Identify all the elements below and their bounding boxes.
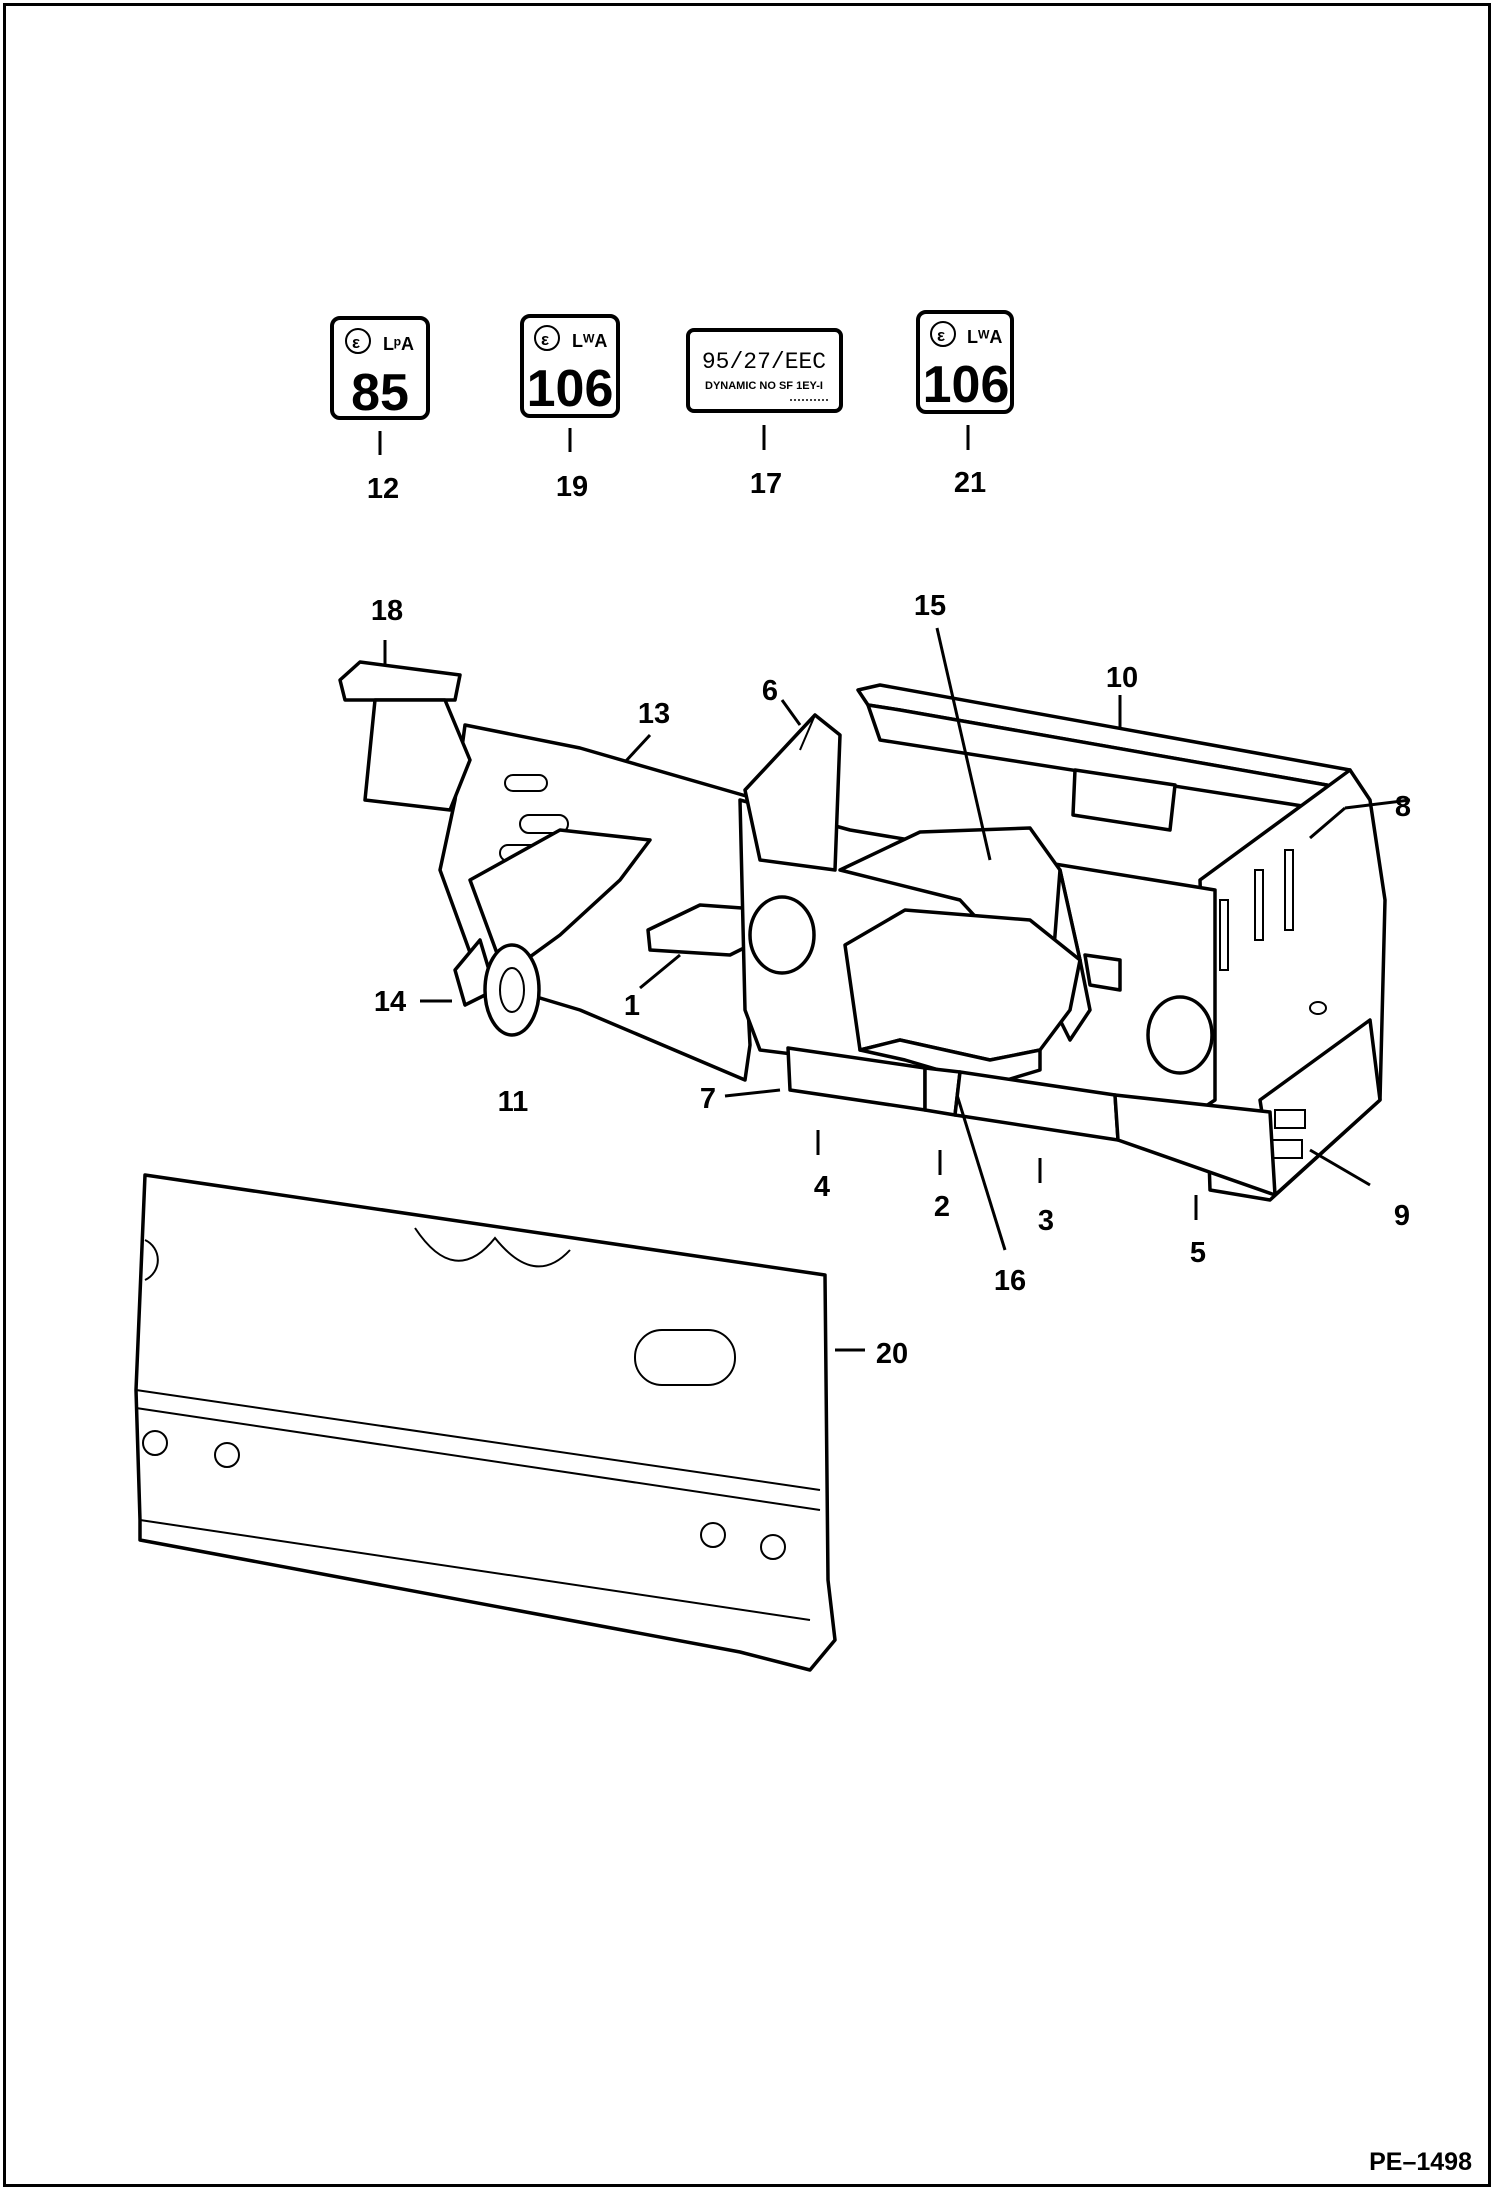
callout-16: 16 <box>994 1265 1026 1297</box>
decal-19-value: 106 <box>527 360 614 418</box>
decal-19-symbol: ε <box>541 330 549 349</box>
part-6-edge <box>799 714 816 751</box>
callout-21: 21 <box>954 467 986 499</box>
decal-21-label: LᵂA <box>967 327 1002 347</box>
part-20-fold-lower <box>135 1407 821 1511</box>
part-16-duct <box>843 908 1082 1062</box>
decal-17-line2: DYNAMIC NO SF 1EY-I <box>705 380 823 392</box>
callout-11: 11 <box>498 1086 529 1118</box>
leader-15 <box>935 627 992 861</box>
part-20-notch <box>144 1239 159 1281</box>
part-20-fold-upper <box>135 1389 821 1491</box>
callout-13: 13 <box>638 698 670 730</box>
part-18-bracket <box>363 698 472 812</box>
leader-9 <box>1309 1148 1371 1187</box>
part-20-hole-4 <box>760 1534 786 1560</box>
callout-7: 7 <box>700 1083 716 1115</box>
leader-13 <box>623 733 652 764</box>
part-20-hole-1 <box>142 1430 168 1456</box>
callout-9: 9 <box>1394 1200 1410 1232</box>
callout-8: 8 <box>1395 791 1411 823</box>
callout-5: 5 <box>1190 1237 1206 1269</box>
decal-12: ε LᵖA 85 <box>330 316 430 422</box>
part-16-base <box>858 1038 1042 1087</box>
part-20-top-cutout <box>414 1227 571 1268</box>
part-6-hood <box>743 713 842 872</box>
part-11-ring-inner <box>499 967 525 1013</box>
callout-1: 1 <box>624 990 640 1022</box>
blade-assembly <box>134 1173 837 1672</box>
decal-19: ε LᵂA 106 <box>520 314 620 418</box>
leader-7 <box>724 1088 781 1098</box>
decal-12-value: 85 <box>351 364 409 422</box>
callout-3: 3 <box>1038 1205 1054 1237</box>
part-20-hole-3 <box>700 1522 726 1548</box>
callout-4: 4 <box>814 1171 830 1203</box>
leader-16 <box>955 1094 1007 1251</box>
figure-id: PE–1498 <box>1369 2148 1472 2176</box>
main-body-hole-right <box>1146 995 1214 1075</box>
part-8-hole <box>1309 1001 1327 1015</box>
callout-10: 10 <box>1106 662 1138 694</box>
part-20-slot <box>634 1329 736 1386</box>
part-5-skirt <box>1113 1093 1277 1197</box>
decal-12-label: LᵖA <box>383 334 414 354</box>
decal-21-symbol: ε <box>937 326 945 345</box>
part-11-ring <box>483 943 541 1037</box>
part-15-block <box>1083 953 1122 992</box>
part-10-cutout <box>1071 768 1177 832</box>
decal-17: 95/27/EEC DYNAMIC NO SF 1EY-I <box>686 328 843 413</box>
callout-15: 15 <box>914 590 946 622</box>
frame-assembly <box>338 660 1387 1202</box>
leader-8-b <box>1309 806 1346 840</box>
part-20-hole-2 <box>214 1442 240 1468</box>
part-8-slot-a <box>1254 869 1264 941</box>
callout-6: 6 <box>762 675 778 707</box>
callout-18: 18 <box>371 595 403 627</box>
leader-8 <box>1344 798 1411 810</box>
part-13-slot-a <box>504 774 548 792</box>
leader-1 <box>639 953 681 990</box>
decal-21-value: 106 <box>923 356 1010 414</box>
part-8-slot-b <box>1284 849 1294 931</box>
main-body-hole <box>748 895 816 975</box>
part-20-edge-line <box>139 1519 811 1621</box>
callout-17: 17 <box>750 468 782 500</box>
callout-2: 2 <box>934 1191 950 1223</box>
callout-12: 12 <box>367 473 399 505</box>
callout-19: 19 <box>556 471 588 503</box>
callout-14: 14 <box>374 986 406 1018</box>
part-8-slot-c <box>1219 899 1229 971</box>
part-9-tab-a <box>1274 1109 1306 1129</box>
decal-21: ε LᵂA 106 <box>916 310 1014 414</box>
decal-19-label: LᵂA <box>572 331 607 351</box>
callout-20: 20 <box>876 1338 908 1370</box>
leader-6 <box>780 699 802 726</box>
part-13-slot-b <box>519 814 569 834</box>
part-18-top <box>338 660 462 702</box>
decal-17-line1: 95/27/EEC <box>702 349 826 375</box>
decal-12-symbol: ε <box>352 333 360 352</box>
